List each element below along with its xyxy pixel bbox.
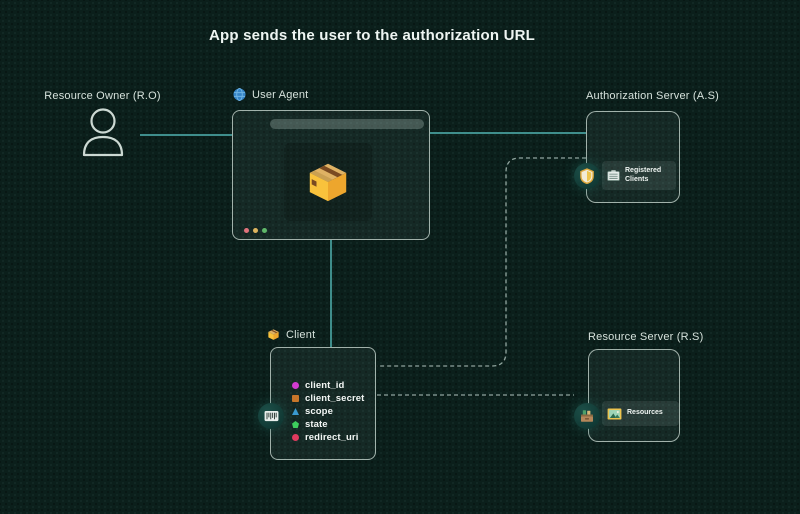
browser-viewport xyxy=(284,143,372,221)
browser-address-bar[interactable] xyxy=(270,119,424,129)
resources-badge: Resources xyxy=(602,401,679,426)
package-small-icon xyxy=(267,328,280,341)
card-index-icon xyxy=(607,170,620,181)
barcode-card-icon xyxy=(264,410,279,422)
picture-frame-icon xyxy=(607,407,622,420)
browser-minimize-dot xyxy=(253,228,258,233)
browser-maximize-dot xyxy=(262,228,267,233)
globe-icon xyxy=(233,88,246,101)
client-box xyxy=(270,347,376,460)
param-row-redirect-uri: redirect_uri xyxy=(292,431,364,444)
param-row-client-secret: client_secret xyxy=(292,392,364,405)
authserver-node xyxy=(574,163,600,189)
param-row-state: state xyxy=(292,418,364,431)
registered-clients-badge: Registered Clients xyxy=(602,161,676,190)
state-text: state xyxy=(305,419,328,430)
resource-server-box xyxy=(588,349,680,442)
authorization-server-label: Authorization Server (A.S) xyxy=(586,90,719,102)
param-row-client-id: client_id xyxy=(292,379,364,392)
resource-server-label: Resource Server (R.S) xyxy=(588,331,704,343)
resourceserver-node xyxy=(574,403,600,429)
resources-text: Resources xyxy=(627,409,663,417)
client-params-list: client_id client_secret scope state redi… xyxy=(292,379,364,444)
client-label: Client xyxy=(286,328,316,341)
client-id-bullet xyxy=(292,382,299,389)
page-title: App sends the user to the authorization … xyxy=(208,27,536,44)
package-icon xyxy=(305,159,351,205)
scope-bullet xyxy=(292,408,299,415)
card-file-box-icon xyxy=(580,409,594,423)
redirect-uri-text: redirect_uri xyxy=(305,432,359,443)
dashed-line-client-to-authserver xyxy=(377,157,586,367)
redirect-uri-bullet xyxy=(292,434,299,441)
person-icon xyxy=(77,106,129,158)
client-secret-text: client_secret xyxy=(305,393,365,404)
browser-close-dot xyxy=(244,228,249,233)
user-agent-label: User Agent xyxy=(252,88,309,101)
registered-clients-text: Registered Clients xyxy=(625,167,662,183)
shield-icon xyxy=(580,168,594,184)
client-header: Client xyxy=(267,328,315,341)
scope-text: scope xyxy=(305,406,333,417)
resource-owner-label: Resource Owner (R.O) xyxy=(44,90,161,102)
client-secret-bullet xyxy=(292,395,299,402)
client-node xyxy=(258,403,284,429)
param-row-scope: scope xyxy=(292,405,364,418)
state-bullet xyxy=(292,421,299,428)
user-agent-header: User Agent xyxy=(233,88,308,101)
client-id-text: client_id xyxy=(305,380,345,391)
authorization-server-box xyxy=(586,111,680,203)
